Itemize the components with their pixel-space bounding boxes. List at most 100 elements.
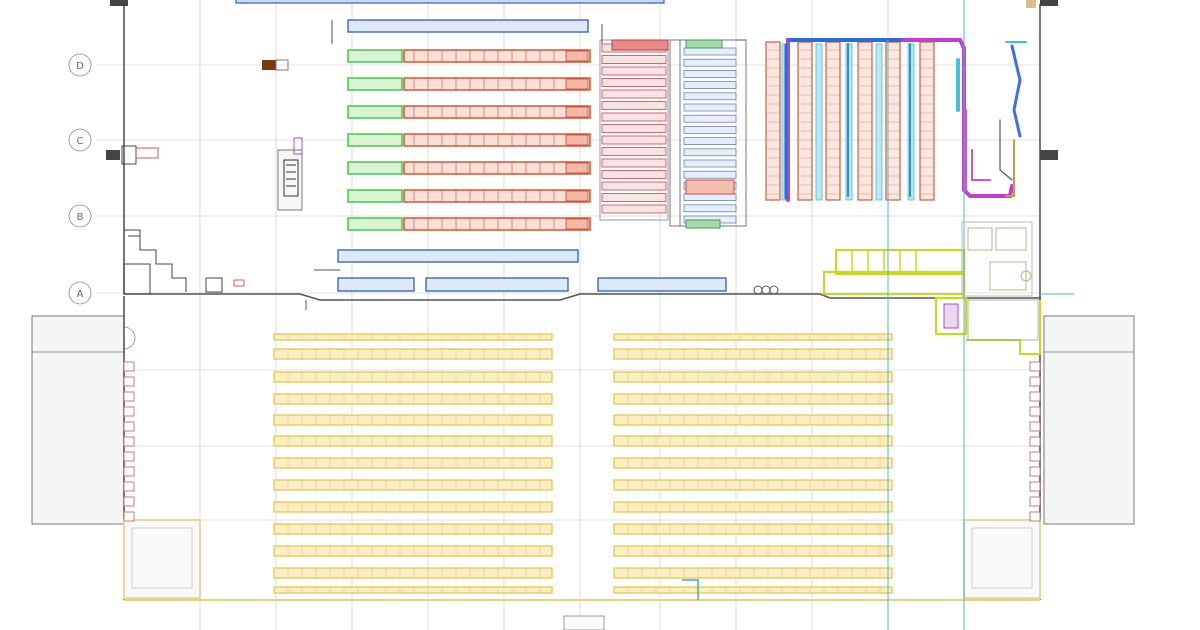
column-marker-top-beige xyxy=(1026,0,1036,8)
red-rack-6 xyxy=(403,189,591,203)
flow-rack-4 xyxy=(857,41,873,201)
pallet-rack-left-13 xyxy=(273,586,553,594)
blue-rack-row-2b xyxy=(425,277,569,292)
pallet-rack-left-2 xyxy=(273,348,553,360)
axis-bubble-b: B xyxy=(68,204,92,228)
pallet-rack-left-1 xyxy=(273,333,553,341)
dock-door-right-2 xyxy=(1029,376,1041,387)
utility-lines xyxy=(682,0,1074,630)
green-rack-2 xyxy=(347,77,403,91)
dock-door-left-4 xyxy=(123,406,135,417)
axis-bubble-d: D xyxy=(68,53,92,77)
red-rack-7 xyxy=(403,217,591,231)
axis-label-b: B xyxy=(77,212,84,223)
pallet-rack-right-6 xyxy=(613,435,893,447)
pallet-rack-left-3 xyxy=(273,371,553,383)
pallet-rack-right-10 xyxy=(613,523,893,535)
pallet-rack-right-1 xyxy=(613,333,893,341)
pallet-rack-right-5 xyxy=(613,414,893,426)
column-marker-top-right xyxy=(1040,0,1058,6)
blue-rack-upper xyxy=(347,19,589,33)
stair-steps xyxy=(123,229,223,295)
pallet-rack-left-10 xyxy=(273,523,553,535)
pallet-rack-left-7 xyxy=(273,457,553,469)
pallet-rack-rows xyxy=(273,333,893,594)
pallet-rack-right-11 xyxy=(613,545,893,557)
office-rooms-grey xyxy=(961,221,1033,297)
dock-door-left-1 xyxy=(123,361,135,372)
pallet-rack-right-9 xyxy=(613,501,893,513)
green-rack-7 xyxy=(347,217,403,231)
conveyor-purple-branch xyxy=(965,109,991,191)
column-marker-top-left xyxy=(110,0,128,6)
pallet-rack-left-5 xyxy=(273,414,553,426)
blue-rack-row-1 xyxy=(337,249,579,263)
equipment-left xyxy=(135,59,303,287)
red-rack-1 xyxy=(403,49,591,63)
dock-door-right-11 xyxy=(1029,511,1041,522)
dock-panel-left xyxy=(31,315,125,525)
dock-door-right-4 xyxy=(1029,406,1041,417)
red-rack-2 xyxy=(403,77,591,91)
blue-rack-row-2a xyxy=(337,277,415,292)
office-cell xyxy=(934,296,968,336)
blue-rack-row-2c xyxy=(597,277,727,292)
dock-door-left-5 xyxy=(123,421,135,432)
dock-door-right-10 xyxy=(1029,496,1041,507)
pallet-rack-left-4 xyxy=(273,393,553,405)
pallet-rack-right-3 xyxy=(613,371,893,383)
corner-block-left xyxy=(123,519,201,599)
axis-bubble-c: C xyxy=(68,128,92,152)
pallet-rack-left-11 xyxy=(273,545,553,557)
blue-rack-top xyxy=(235,0,665,4)
dock-doors-left xyxy=(123,361,135,522)
conveyor-blue-spur xyxy=(1010,44,1022,138)
flow-rack-2 xyxy=(797,41,813,201)
dock-doors-right xyxy=(1029,361,1041,522)
blue-block-header xyxy=(685,39,723,49)
pallet-rack-left-8 xyxy=(273,479,553,491)
green-red-rack-rows xyxy=(347,49,591,231)
dock-door-left-2 xyxy=(123,376,135,387)
axis-bubble-a: A xyxy=(68,281,92,305)
green-rack-6 xyxy=(347,189,403,203)
pallet-rack-right-8 xyxy=(613,479,893,491)
axis-label-c: C xyxy=(77,136,84,147)
dock-door-right-6 xyxy=(1029,436,1041,447)
grid-axis-bubbles: D C B A xyxy=(68,53,136,350)
dock-door-right-8 xyxy=(1029,466,1041,477)
pallet-rack-right-12 xyxy=(613,567,893,579)
dock-door-left-3 xyxy=(123,391,135,402)
pallet-rack-right-4 xyxy=(613,393,893,405)
blue-rack-lower xyxy=(337,249,727,292)
top-center-details xyxy=(305,20,779,310)
flow-rack-1 xyxy=(765,41,781,201)
green-rack-4 xyxy=(347,133,403,147)
green-rack-5 xyxy=(347,161,403,175)
dock-door-right-9 xyxy=(1029,481,1041,492)
dock-door-left-11 xyxy=(123,511,135,522)
dock-door-right-5 xyxy=(1029,421,1041,432)
red-rack-3 xyxy=(403,105,591,119)
red-rack-4 xyxy=(403,133,591,147)
blue-shelving-block xyxy=(669,39,747,229)
axis-label-d: D xyxy=(76,61,84,72)
red-rack-5 xyxy=(403,161,591,175)
axis-label-a: A xyxy=(77,289,84,300)
dock-door-right-3 xyxy=(1029,391,1041,402)
column-marker-left xyxy=(106,150,120,160)
dock-door-left-8 xyxy=(123,466,135,477)
column-marker-right xyxy=(1040,150,1058,160)
dock-door-left-10 xyxy=(123,496,135,507)
pallet-rack-left-9 xyxy=(273,501,553,513)
green-rack-3 xyxy=(347,105,403,119)
pallet-rack-right-7 xyxy=(613,457,893,469)
corner-block-right xyxy=(963,519,1041,599)
dock-door-right-7 xyxy=(1029,451,1041,462)
pink-block-header xyxy=(611,39,669,51)
pallet-rack-left-12 xyxy=(273,567,553,579)
pallet-rack-right-2 xyxy=(613,348,893,360)
flow-rack-6 xyxy=(919,41,935,201)
dock-door-right-1 xyxy=(1029,361,1041,372)
